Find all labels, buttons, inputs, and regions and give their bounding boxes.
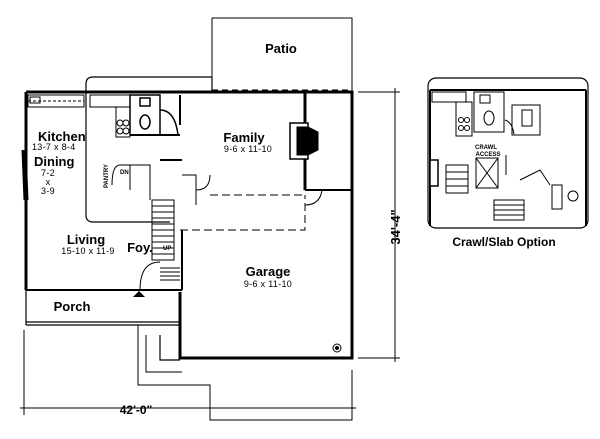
stairs <box>120 164 197 281</box>
crawl-access-label-line2: ACCESS <box>475 152 500 158</box>
width-dimension-label: 42'-0" <box>120 403 153 417</box>
door-swings <box>111 164 323 291</box>
garage-size: 9-6 x 11-10 <box>244 279 292 289</box>
porch-label: Porch <box>54 299 91 314</box>
living-size: 15-10 x 11-9 <box>61 246 114 256</box>
pantry-label: PANTRY <box>104 164 110 188</box>
family-size: 9-6 x 11-10 <box>224 144 272 154</box>
overhang-outline <box>85 76 213 223</box>
kitchen-label: Kitchen <box>38 129 86 144</box>
dining-size-line2: x <box>46 177 51 187</box>
porch-outline <box>25 290 180 361</box>
fireplace <box>289 122 319 160</box>
up-label: UP <box>163 246 171 252</box>
interior-walls <box>21 95 352 291</box>
family-label: Family <box>223 130 265 145</box>
crawl-slab-option-caption: Crawl/Slab Option <box>452 235 555 249</box>
driveway-outline <box>137 325 353 421</box>
garage-label: Garage <box>246 264 291 279</box>
living-label: Living <box>67 232 105 247</box>
down-label: DN <box>120 170 129 176</box>
half-bath <box>129 94 179 136</box>
garage-overhang-dashed <box>180 194 306 231</box>
kitchen-size: 13-7 x 8-4 <box>32 142 76 152</box>
depth-dimension-label: 34'-4" <box>388 209 403 244</box>
crawl-slab-option-inset <box>427 77 589 229</box>
dining-size-line1: 7-2 <box>41 168 55 178</box>
patio-label: Patio <box>265 41 297 56</box>
water-heater <box>332 343 342 353</box>
crawl-access-label-line1: CRAWL <box>475 145 497 151</box>
foyer-label: Foy. <box>127 240 153 255</box>
dining-label: Dining <box>34 154 74 169</box>
front-door-arrow <box>133 291 145 297</box>
dining-size-line3: 3-9 <box>41 186 55 196</box>
dimension-lines <box>20 88 400 415</box>
